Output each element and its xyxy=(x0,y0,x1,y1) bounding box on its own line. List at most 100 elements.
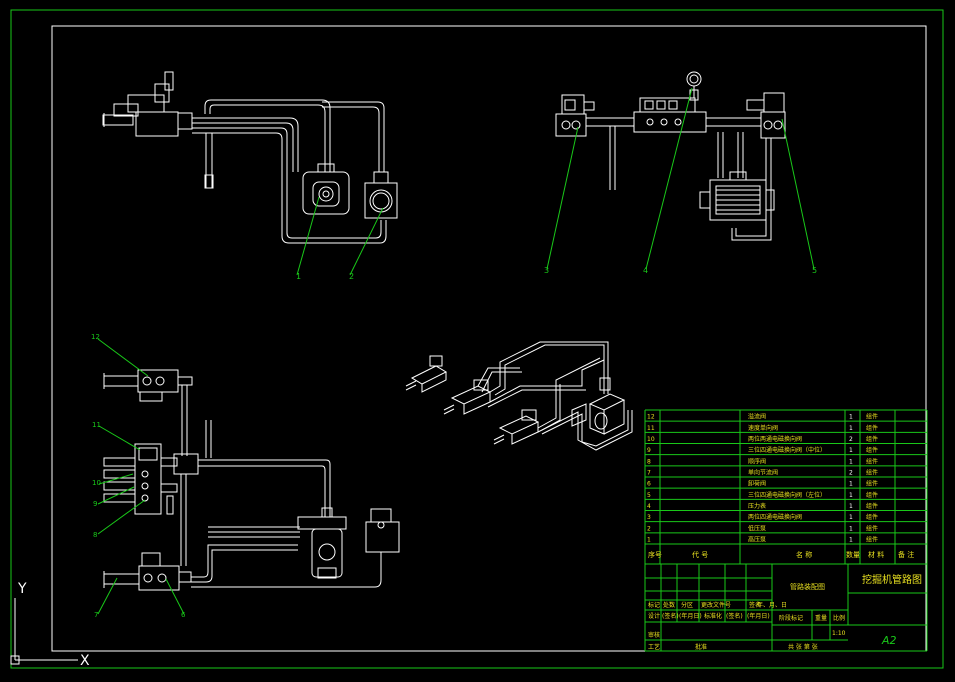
parts-list-row: 4 压力表 1 组件 xyxy=(647,502,878,510)
svg-text:阶段标记: 阶段标记 xyxy=(779,614,803,622)
balloon-10: 10 xyxy=(92,473,134,487)
balloon-6: 6 xyxy=(165,578,186,619)
scale-value: 1:10 xyxy=(832,630,846,637)
svg-text:7: 7 xyxy=(94,611,98,619)
pl-row-qty: 1 xyxy=(849,414,853,421)
svg-text:10: 10 xyxy=(92,479,101,487)
pl-row-name: 卸荷阀 xyxy=(748,480,766,488)
svg-text:9: 9 xyxy=(93,500,97,508)
svg-text:6: 6 xyxy=(181,611,186,619)
pl-row-qty: 1 xyxy=(849,537,853,544)
pl-row-name: 高压泵 xyxy=(748,536,766,544)
svg-text:设计: 设计 xyxy=(648,612,660,620)
pl-row-name: 两位两通电磁换向阀 xyxy=(748,435,802,443)
pl-row-no: 12 xyxy=(647,414,655,421)
pl-row-qty: 1 xyxy=(849,503,853,510)
pl-row-name: 顺序阀 xyxy=(748,457,766,465)
pl-header-qty: 数量 xyxy=(846,550,860,559)
pl-row-no: 5 xyxy=(647,492,651,499)
pl-row-no: 1 xyxy=(647,537,651,544)
pl-row-qty: 2 xyxy=(849,436,853,443)
inner-frame xyxy=(51,25,927,652)
pl-row-qty: 1 xyxy=(849,525,853,532)
pl-row-no: 8 xyxy=(647,458,651,465)
balloon-1: 1 xyxy=(296,196,320,281)
view-3-top-view xyxy=(103,369,400,591)
ucs-icon: Y X xyxy=(10,581,90,669)
pl-row-material: 组件 xyxy=(866,469,878,477)
view-2-valve-assembly xyxy=(555,71,786,241)
pl-row-material: 组件 xyxy=(866,457,878,465)
pl-row-material: 组件 xyxy=(866,413,878,421)
pl-row-material: 组件 xyxy=(866,536,878,544)
svg-text:(年月日): (年月日) xyxy=(747,612,770,620)
svg-text:签名: 签名 xyxy=(749,601,761,609)
view-4-isometric xyxy=(405,341,633,451)
pl-row-qty: 1 xyxy=(849,425,853,432)
parts-list-row: 2 低压泵 1 组件 xyxy=(647,524,878,532)
svg-text:4: 4 xyxy=(643,266,648,275)
pl-row-name: 速度单向阀 xyxy=(748,424,778,432)
svg-text:(签名): (签名) xyxy=(662,612,679,620)
pl-row-name: 溢流阀 xyxy=(748,413,766,421)
balloon-7: 7 xyxy=(94,577,118,619)
ucs-x-label: X xyxy=(80,653,90,669)
parts-list-row: 8 顺序阀 1 组件 xyxy=(647,457,878,465)
pl-row-name: 低压泵 xyxy=(748,524,766,532)
outer-border xyxy=(10,9,944,669)
svg-text:标记: 标记 xyxy=(648,601,660,609)
pl-row-no: 4 xyxy=(647,503,651,510)
pl-row-name: 三位四通电磁换向阀（左位） xyxy=(748,491,826,499)
pl-row-qty: 1 xyxy=(849,481,853,488)
pl-row-name: 单向节流阀 xyxy=(748,469,778,477)
balloon-8: 8 xyxy=(93,499,146,539)
pl-row-qty: 1 xyxy=(849,514,853,521)
pl-row-name: 两位四通电磁换向阀 xyxy=(748,513,802,521)
pl-row-no: 7 xyxy=(647,470,651,477)
pl-row-material: 组件 xyxy=(866,480,878,488)
svg-text:批准: 批准 xyxy=(695,643,707,651)
svg-text:(年月日): (年月日) xyxy=(679,612,702,620)
pl-row-name: 三位四通电磁换向阀（中位） xyxy=(748,446,826,454)
svg-text:工艺: 工艺 xyxy=(648,643,660,651)
assembly-name: 管路装配图 xyxy=(790,582,825,591)
pl-row-material: 组件 xyxy=(866,435,878,443)
pl-row-qty: 1 xyxy=(849,492,853,499)
drawing-title: 挖掘机管路图 xyxy=(862,573,922,586)
pl-row-qty: 1 xyxy=(849,458,853,465)
title-block: 管路装配图 挖掘机管路图 A2 标记 处数 分区 更改文件号 签名 年、月、日 … xyxy=(645,410,928,652)
svg-text:1: 1 xyxy=(296,272,301,281)
sheet-count: 共 张 第 张 xyxy=(788,643,818,651)
parts-list-row: 6 卸荷阀 1 组件 xyxy=(647,480,878,488)
pl-row-no: 11 xyxy=(647,425,655,432)
sheet-size: A2 xyxy=(881,634,897,647)
svg-text:分区: 分区 xyxy=(681,601,693,609)
balloon-12: 12 xyxy=(91,333,149,377)
pl-row-qty: 1 xyxy=(849,447,853,454)
pl-header-no: 序号 xyxy=(648,550,662,559)
svg-text:标准化: 标准化 xyxy=(704,612,722,620)
parts-list-row: 12 溢流阀 1 组件 xyxy=(647,413,878,421)
balloon-11: 11 xyxy=(92,421,141,451)
svg-text:(签名): (签名) xyxy=(726,612,743,620)
pl-row-no: 6 xyxy=(647,481,651,488)
pl-row-name: 压力表 xyxy=(748,502,766,510)
pl-row-material: 组件 xyxy=(866,502,878,510)
svg-text:审核: 审核 xyxy=(648,631,660,639)
parts-list-row: 5 三位四通电磁换向阀（左位） 1 组件 xyxy=(647,491,878,499)
pl-header-name: 名 称 xyxy=(796,550,812,559)
balloon-9: 9 xyxy=(93,486,135,508)
pl-row-material: 组件 xyxy=(866,524,878,532)
pl-row-material: 组件 xyxy=(866,491,878,499)
svg-text:3: 3 xyxy=(544,266,549,275)
pl-row-no: 2 xyxy=(647,525,651,532)
pl-row-qty: 2 xyxy=(849,470,853,477)
balloon-2: 2 xyxy=(349,207,384,281)
balloon-5: 5 xyxy=(781,118,817,275)
balloon-4: 4 xyxy=(643,87,693,275)
view-1-pump-assembly xyxy=(102,71,398,244)
